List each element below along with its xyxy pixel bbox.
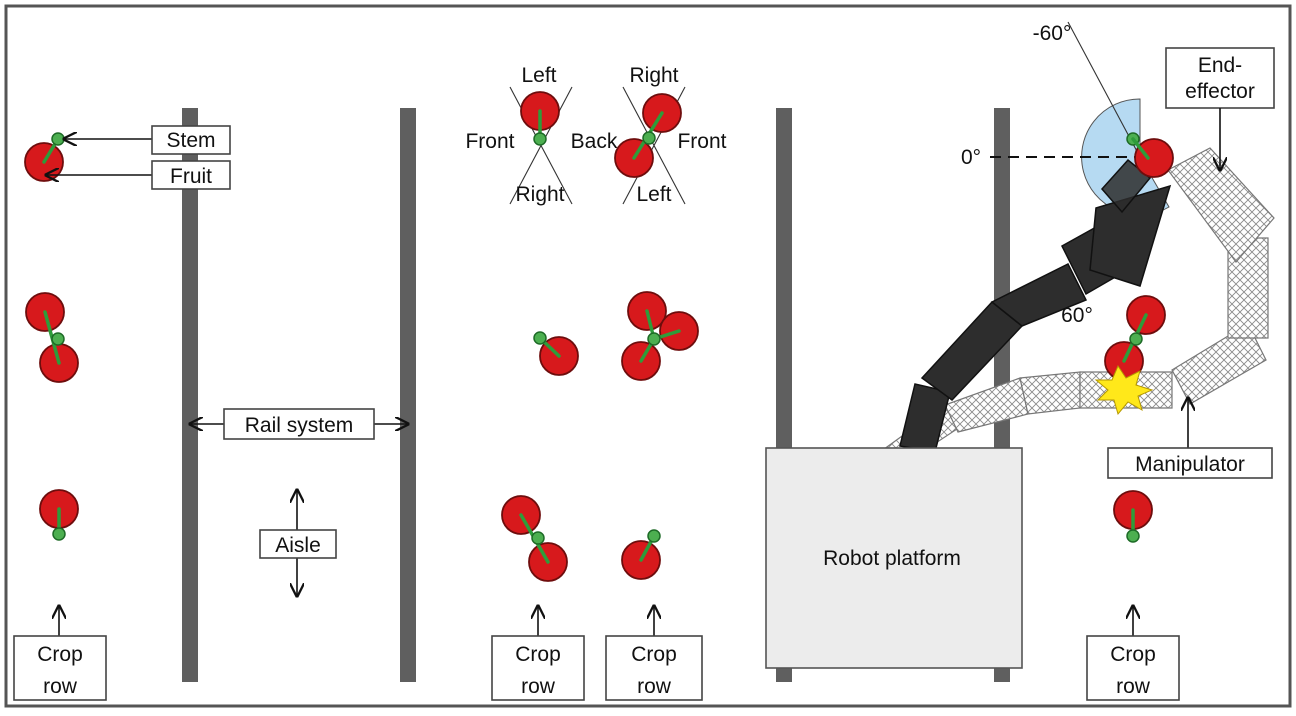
end-effector-label-line2: effector [1185, 80, 1255, 103]
orientation-cross-2 [614, 86, 686, 205]
rail-left-1 [182, 108, 198, 682]
cross1-right-label: Right [515, 183, 564, 206]
stem-label: Stem [166, 129, 215, 152]
robot-platform [765, 447, 1023, 669]
cross2-left-label: Left [636, 183, 671, 206]
manipulator-label: Manipulator [1135, 453, 1245, 476]
robot-arm [899, 158, 1172, 453]
rail-left-2 [400, 108, 416, 682]
aisle-label: Aisle [275, 534, 321, 557]
angle-60-label: 60° [1061, 304, 1093, 327]
crop-row-4-line1: Crop [1110, 643, 1156, 666]
rail-system-label-box [223, 408, 375, 440]
aisle-label-box [259, 529, 337, 559]
crop-row-label-2: Crop row [491, 606, 585, 701]
crop-row-2-line1: Crop [515, 643, 561, 666]
end-effector-label-line1: End- [1198, 54, 1242, 77]
angle-neg60-label: -60° [1033, 22, 1072, 45]
back-label: Back [571, 130, 618, 153]
fruit-label: Fruit [170, 165, 212, 188]
cross2-front-label: Front [677, 130, 726, 153]
diagram-frame [4, 4, 1292, 708]
crop-row-1-line2: row [43, 675, 78, 698]
crop-row-3-line2: row [637, 675, 672, 698]
angle-0-label: 0° [961, 146, 981, 169]
manipulator-label-box [1107, 447, 1273, 479]
crop-row-label-1: Crop row [13, 606, 107, 701]
cross1-front-label: Front [465, 130, 514, 153]
crop-row-2-line2: row [521, 675, 556, 698]
crop-row-1-line1: Crop [37, 643, 83, 666]
rail-system-label: Rail system [245, 414, 354, 437]
collision-star-icon [1094, 364, 1154, 416]
orientation-cross-1 [509, 86, 573, 205]
cross1-left-label: Left [521, 64, 556, 87]
crop-row-label-4: Crop row [1086, 606, 1180, 701]
stem-label-box [151, 125, 231, 155]
cross2-right-label: Right [629, 64, 678, 87]
robot-platform-label: Robot platform [823, 547, 961, 570]
crop-row-right [1104, 132, 1174, 543]
crop-row-left [24, 132, 79, 541]
crop-row-middle [501, 291, 699, 582]
crop-row-label-3: Crop row [605, 606, 703, 701]
crop-row-3-line1: Crop [631, 643, 677, 666]
crop-row-4-line2: row [1116, 675, 1151, 698]
end-effector-label-box [1165, 47, 1275, 109]
fruit-label-box [151, 160, 231, 190]
